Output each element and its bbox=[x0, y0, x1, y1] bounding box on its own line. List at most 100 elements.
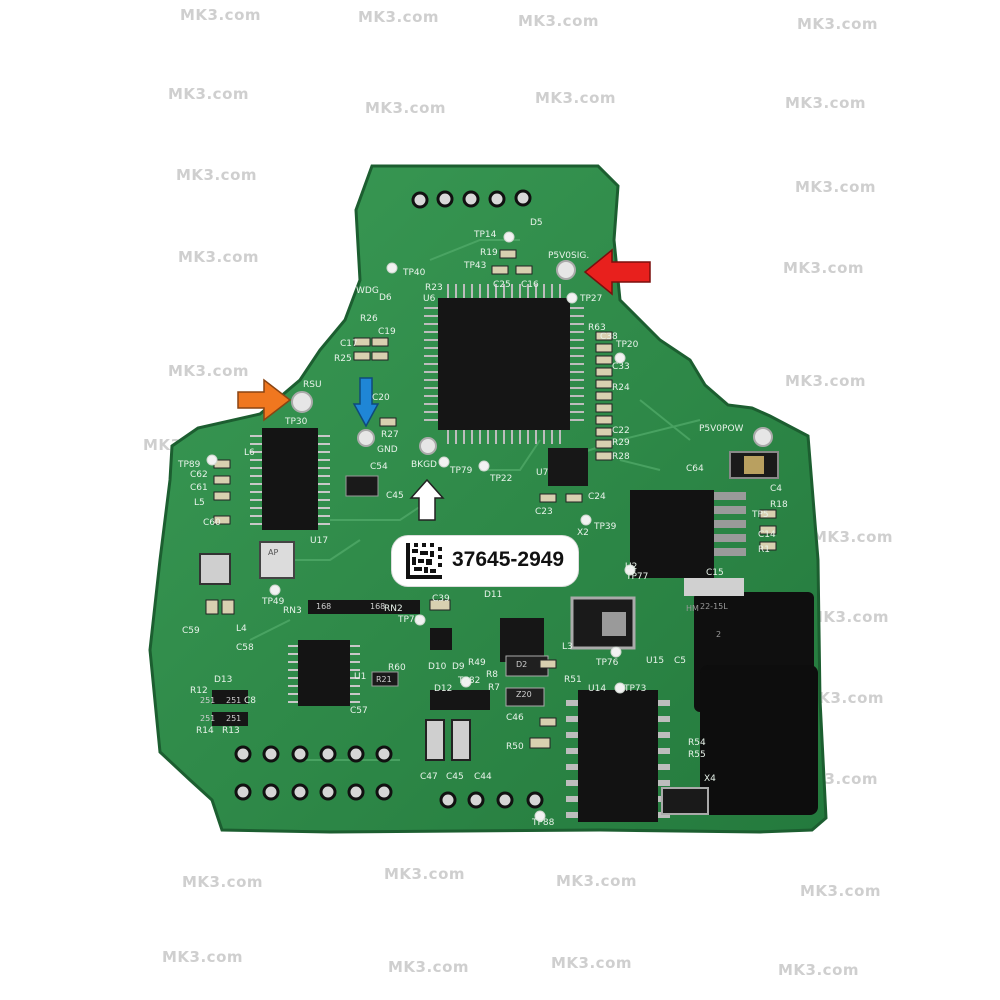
chip-mark: 251 bbox=[200, 714, 216, 723]
mcu-chip bbox=[438, 298, 570, 430]
silk-label: R1 bbox=[758, 545, 770, 555]
watermark: MK3.com bbox=[783, 259, 865, 277]
silk-label: C62 bbox=[190, 470, 208, 480]
silk-label: C57 bbox=[350, 706, 368, 716]
silk-label: R12 bbox=[190, 686, 208, 696]
silk-label: C24 bbox=[588, 492, 606, 502]
silk-label: TP5 bbox=[752, 510, 769, 520]
chip-mark: D2 bbox=[516, 660, 528, 669]
silk-label: C25 bbox=[493, 280, 511, 290]
silk-label: C19 bbox=[378, 327, 396, 337]
silk-label: BKGD bbox=[411, 460, 437, 470]
silk-label: C8 bbox=[244, 696, 257, 706]
watermark: MK3.com bbox=[162, 948, 244, 966]
silk-label: C15 bbox=[706, 568, 724, 578]
chip-mark: AP bbox=[268, 548, 279, 557]
watermark: MK3.com bbox=[551, 954, 633, 972]
watermark: MK3.com bbox=[785, 372, 867, 390]
red-arrow bbox=[583, 248, 651, 296]
silk-label: TP39 bbox=[594, 522, 617, 532]
silk-label: L3 bbox=[562, 642, 573, 652]
silk-label: C16 bbox=[521, 280, 539, 290]
silk-label: R26 bbox=[360, 314, 378, 324]
silk-label: C45 bbox=[386, 491, 404, 501]
silk-label: C60 bbox=[203, 518, 221, 528]
watermark: MK3.com bbox=[365, 99, 447, 117]
silk-label: TP82 bbox=[458, 676, 481, 686]
silk-label: D5 bbox=[530, 218, 543, 228]
datamatrix-barcode bbox=[406, 543, 442, 579]
silk-label: P5V0SIG. bbox=[548, 251, 590, 261]
silk-label: X4 bbox=[704, 774, 716, 784]
silk-label: C14 bbox=[758, 530, 776, 540]
silk-label: L6 bbox=[244, 448, 255, 458]
silk-label: P5V0POW bbox=[699, 424, 744, 434]
watermark: MK3.com bbox=[797, 15, 879, 33]
silk-label: D12 bbox=[434, 684, 453, 694]
u7-chip bbox=[548, 448, 588, 486]
silk-label: C46 bbox=[506, 713, 524, 723]
silk-label: WDG bbox=[356, 286, 379, 296]
watermark: MK3.com bbox=[358, 8, 440, 26]
silk-label: TP76 bbox=[596, 658, 619, 668]
silk-label: C4 bbox=[770, 484, 783, 494]
watermark: MK3.com bbox=[168, 85, 250, 103]
watermark: MK3.com bbox=[556, 872, 638, 890]
silk-label: C20 bbox=[372, 393, 390, 403]
rsu-pad bbox=[291, 391, 313, 413]
watermark: MK3.com bbox=[778, 961, 860, 979]
silk-label: TP73 bbox=[624, 684, 647, 694]
silk-label: R18 bbox=[770, 500, 788, 510]
chip-mark: 168 bbox=[316, 602, 332, 611]
silk-label: C44 bbox=[474, 772, 492, 782]
silk-label: TP22 bbox=[490, 474, 513, 484]
watermark: MK3.com bbox=[803, 689, 885, 707]
silk-label: C54 bbox=[370, 462, 388, 472]
watermark: MK3.com bbox=[182, 873, 264, 891]
bkgd-pad bbox=[419, 437, 437, 455]
u1-chip bbox=[298, 640, 350, 706]
silk-label: TP79 bbox=[450, 466, 473, 476]
watermark: MK3.com bbox=[388, 958, 470, 976]
chip-mark: 251 bbox=[200, 696, 216, 705]
silk-label: R50 bbox=[506, 742, 524, 752]
silk-label: C33 bbox=[612, 362, 630, 372]
silk-label: C5 bbox=[674, 656, 687, 666]
silk-label: R51 bbox=[564, 675, 582, 685]
chip-mark: 251 bbox=[226, 714, 242, 723]
silk-label: R24 bbox=[612, 383, 630, 393]
silk-label: L5 bbox=[194, 498, 205, 508]
watermark: MK3.com bbox=[785, 94, 867, 112]
silk-label: D9 bbox=[452, 662, 465, 672]
u14-chip bbox=[578, 690, 658, 822]
silk-label: C22 bbox=[612, 426, 630, 436]
silk-label: C39 bbox=[432, 594, 450, 604]
chip-mark: HM bbox=[686, 604, 699, 613]
watermark: MK3.com bbox=[168, 362, 250, 380]
p5v0sig-pad bbox=[556, 260, 576, 280]
silk-label: C61 bbox=[190, 483, 208, 493]
silk-label: C59 bbox=[182, 626, 200, 636]
silk-label: C58 bbox=[236, 643, 254, 653]
watermark: MK3.com bbox=[812, 528, 894, 546]
silk-label: TP14 bbox=[474, 230, 497, 240]
silk-label: R63 bbox=[588, 323, 606, 333]
silk-label: X2 bbox=[577, 528, 589, 538]
silk-label: R27 bbox=[381, 430, 399, 440]
silk-label: RN3 bbox=[283, 606, 302, 616]
watermark: MK3.com bbox=[800, 882, 882, 900]
chip-mark: Z20 bbox=[516, 690, 532, 699]
silk-label: R7 bbox=[488, 683, 500, 693]
silk-label: R8 bbox=[486, 670, 498, 680]
silk-label: RSU bbox=[303, 380, 322, 390]
part-number-text: 37645-2949 bbox=[452, 548, 565, 571]
chip-mark: R21 bbox=[376, 675, 392, 684]
silk-label: TP40 bbox=[403, 268, 426, 278]
silk-label: C17 bbox=[340, 339, 358, 349]
silk-label: TP30 bbox=[285, 417, 308, 427]
u2-regulator bbox=[630, 490, 714, 578]
silk-label: TP89 bbox=[178, 460, 201, 470]
silk-label: R60 bbox=[388, 663, 406, 673]
